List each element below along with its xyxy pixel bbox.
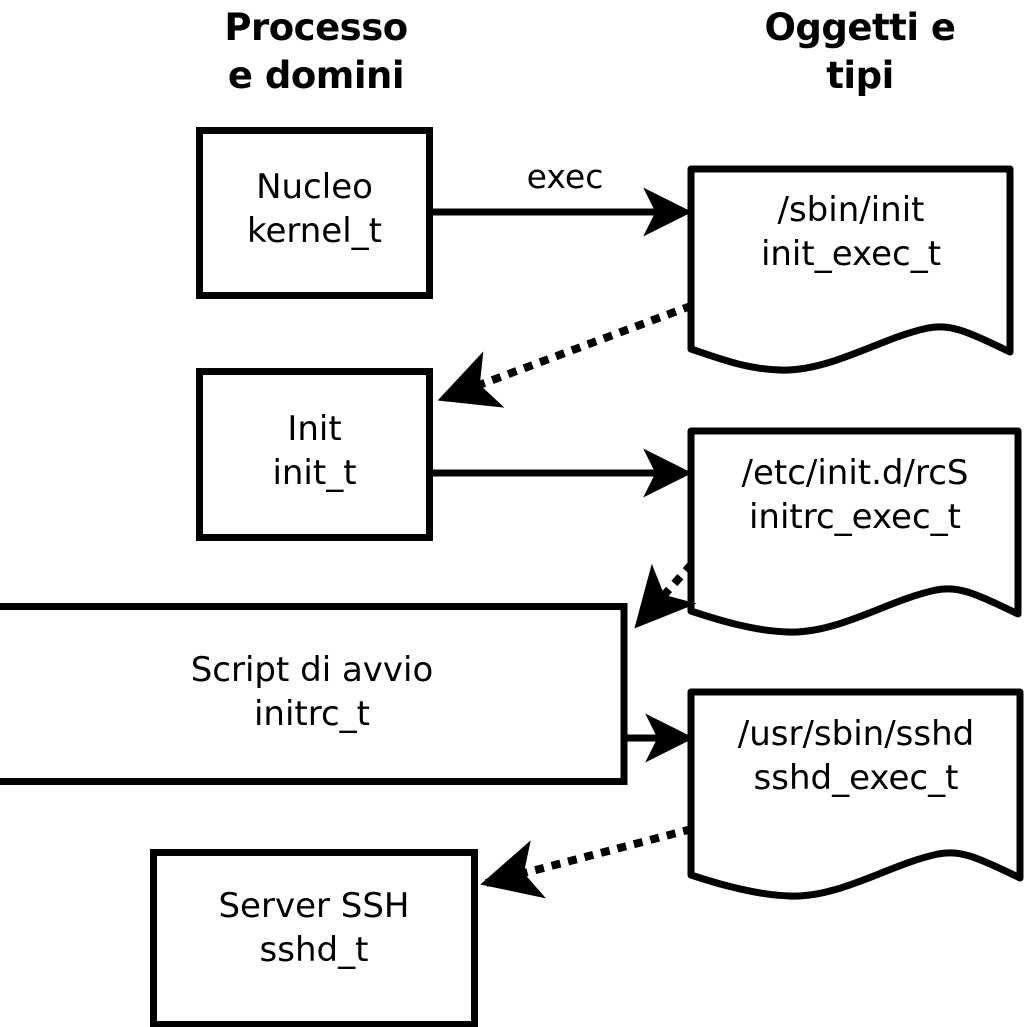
node-label-sshd-exec: /usr/sbin/sshd sshd_exec_t <box>737 714 975 798</box>
node-label-init-exec: /sbin/init init_exec_t <box>760 190 942 274</box>
edge-initrc-exec-to-initrc <box>634 561 697 629</box>
edge-label-exec: exec <box>526 157 604 196</box>
column-header-objects: Oggetti e tipi <box>764 6 956 97</box>
node-label-init: Init init_t <box>272 409 357 493</box>
node-sshd[interactable] <box>150 849 478 1027</box>
node-label-initrc-exec: /etc/init.d/rcS initrc_exec_t <box>741 453 969 537</box>
node-initrc-exec[interactable] <box>687 427 1022 636</box>
edge-init-exec-to-init <box>437 301 694 408</box>
node-sshd-exec[interactable] <box>687 688 1024 900</box>
node-label-sshd: Server SSH sshd_t <box>218 886 410 970</box>
node-init[interactable] <box>196 368 433 541</box>
edge-sshd-exec-to-sshd <box>480 825 693 899</box>
node-label-kernel: Nucleo kernel_t <box>246 167 383 251</box>
node-init-exec[interactable] <box>687 165 1014 374</box>
column-header-processes: Processo e domini <box>224 6 408 97</box>
node-kernel[interactable] <box>196 127 433 299</box>
node-label-initrc: Script di avvio initrc_t <box>190 650 434 734</box>
node-initrc[interactable] <box>0 603 628 785</box>
